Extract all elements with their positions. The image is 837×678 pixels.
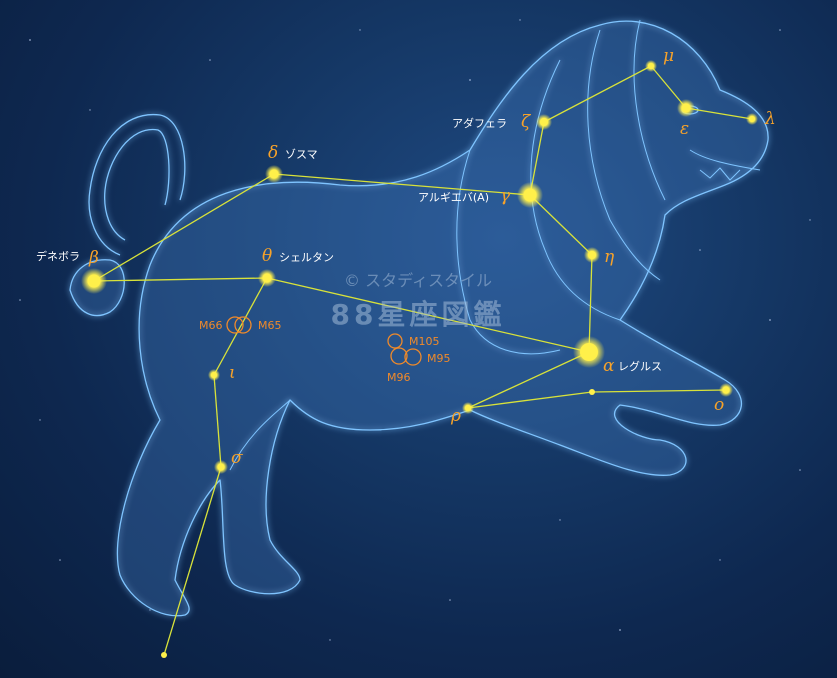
messier-m65-symbol (234, 316, 252, 334)
star-delta (265, 165, 283, 183)
star-name-labels: レグルス デネボラ アルギエバ(A) ゾスマ アダフェラ シェルタン (36, 116, 662, 373)
star-epsilon (677, 99, 695, 117)
greek-lambda: λ (764, 109, 776, 129)
messier-m96-label: M96 (387, 371, 411, 384)
star-unnamed-1 (589, 389, 595, 395)
star-alpha (573, 336, 605, 368)
greek-labels: α β γ δ ε ζ η θ ι λ μ ο ρ σ (88, 46, 776, 468)
greek-beta: β (88, 248, 99, 268)
greek-iota: ι (229, 363, 236, 383)
star-lambda (746, 113, 758, 125)
greek-epsilon: ε (680, 119, 689, 139)
name-gamma: アルギエバ(A) (418, 191, 489, 204)
greek-gamma: γ (500, 186, 511, 206)
star-eta (584, 247, 600, 263)
watermark-line1: © スタディスタイル (344, 271, 492, 290)
name-alpha: レグルス (618, 359, 662, 373)
messier-m95-label: M95 (427, 352, 451, 365)
messier-symbols (226, 316, 422, 366)
name-theta: シェルタン (279, 251, 334, 264)
star-rho (462, 402, 474, 414)
star-zeta (536, 114, 552, 130)
name-beta: デネボラ (36, 249, 80, 263)
messier-m66-label: M66 (199, 319, 223, 332)
greek-mu: μ (663, 46, 674, 66)
name-zeta: アダフェラ (452, 116, 507, 130)
constellation-lines (93, 65, 753, 656)
greek-zeta: ζ (521, 112, 532, 132)
star-iota (208, 369, 220, 381)
greek-eta: η (604, 247, 615, 267)
messier-m66-symbol (226, 316, 244, 334)
messier-m95-symbol (404, 348, 422, 366)
greek-rho: ρ (450, 406, 461, 426)
background-stars (19, 19, 811, 641)
greek-theta: θ (262, 246, 272, 266)
star-gamma (517, 182, 543, 208)
star-beta (81, 268, 107, 294)
messier-labels: M66 M65 M105 M95 M96 (199, 319, 451, 384)
messier-m105-label: M105 (409, 335, 440, 348)
name-delta: ゾスマ (285, 148, 318, 161)
star-mu (645, 60, 657, 72)
greek-alpha: α (603, 356, 615, 376)
greek-sigma: σ (231, 448, 243, 468)
star-omicron (719, 383, 733, 397)
messier-m65-label: M65 (258, 319, 282, 332)
watermark-line2: 88星座図鑑 (331, 298, 506, 331)
messier-m105-symbol (387, 333, 403, 349)
star-unnamed-2 (161, 652, 167, 658)
messier-m96-symbol (390, 347, 408, 365)
star-sigma (214, 460, 228, 474)
star-theta (258, 269, 276, 287)
greek-omicron: ο (714, 395, 724, 415)
greek-delta: δ (268, 143, 278, 163)
stars (81, 60, 758, 658)
watermark: © スタディスタイル 88星座図鑑 (331, 271, 506, 331)
